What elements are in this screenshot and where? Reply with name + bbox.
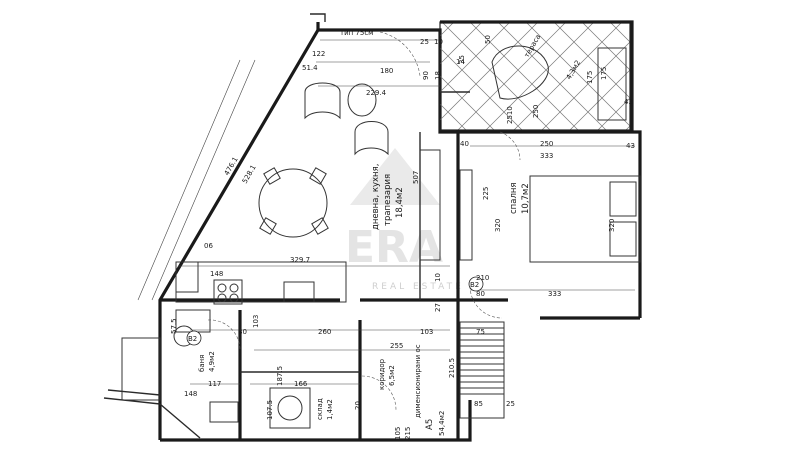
furniture — [121, 82, 641, 429]
watermark: ERA REAL ESTATE — [345, 148, 464, 292]
label-bedroom-area: 10,7м2 — [521, 183, 531, 214]
dim-105: 105 — [394, 427, 402, 440]
dim-225: 225 — [482, 187, 490, 200]
dim-166: 166 — [294, 380, 308, 388]
door-tags: B2 B2 — [186, 276, 484, 346]
dim-80b: 80 — [238, 328, 247, 336]
label-apt-no: A5 — [425, 419, 435, 430]
dim-43b: 43 — [626, 142, 635, 150]
door-tag-1: B2 — [470, 281, 479, 289]
dining-table — [258, 168, 328, 238]
door-tag-2: B2 — [188, 335, 197, 343]
dim-507: 507 — [412, 171, 420, 184]
dim-1075: 107.5 — [266, 400, 274, 420]
dim-40: 40 — [460, 140, 469, 148]
dim-320b: 320 — [608, 219, 616, 232]
dim-10b: 10 — [434, 273, 442, 282]
dim-2294: 229.4 — [366, 89, 387, 97]
sofa — [419, 149, 441, 261]
dim-51: 51.4 — [302, 64, 318, 72]
dimension-lines — [137, 39, 635, 385]
dim-210: 210 — [476, 274, 489, 282]
label-hall-area: 6,5м2 — [388, 365, 396, 386]
dim-14: 14 — [456, 58, 465, 66]
label-hall: коридор — [378, 358, 386, 390]
dim-148b: 148 — [184, 390, 197, 398]
dim-18: 18 — [434, 71, 442, 80]
armchair-left — [304, 82, 341, 120]
dim-333a: 333 — [540, 152, 553, 160]
label-bath: баня — [198, 355, 206, 372]
label-kitchen-2: трапезария — [383, 174, 393, 226]
dim-2105: 210.5 — [448, 358, 456, 378]
dim-80a: 80 — [476, 290, 485, 298]
dim-06: 06 — [204, 242, 213, 250]
dim-255: 255 — [390, 342, 403, 350]
dim-35: 35 — [458, 55, 466, 64]
dim-1875: 187.5 — [276, 366, 284, 386]
dim-50a: 50 — [484, 35, 492, 44]
watermark-sub: REAL ESTATE — [372, 282, 464, 292]
label-wc: склад — [316, 398, 324, 420]
dim-103: 103 — [420, 328, 433, 336]
washing-machine — [269, 387, 311, 429]
stairs — [459, 321, 505, 419]
dim-122: 122 — [312, 50, 325, 58]
dim-20: 20 — [354, 401, 362, 410]
dim-250b: 250 — [540, 140, 553, 148]
label-apt-area: 54,4м2 — [438, 411, 446, 436]
dim-250a: 250 — [532, 105, 540, 118]
dim-10a: 10 — [434, 38, 443, 46]
dim-2510: 2510 — [506, 106, 514, 124]
dim-260: 260 — [318, 328, 331, 336]
dim-180: 180 — [380, 67, 393, 75]
dim-27: 27 — [434, 303, 442, 312]
label-top-note: тип 75см — [340, 29, 373, 37]
label-bath-area: 4,9м2 — [208, 351, 216, 372]
dim-3297: 329.7 — [290, 256, 310, 264]
dim-117: 117 — [208, 380, 221, 388]
label-kitchen: дневна, кухня, — [371, 164, 381, 230]
dim-5281: 528.1 — [241, 164, 258, 185]
terrace — [439, 20, 634, 132]
label-wc-area: 1,4м2 — [326, 399, 334, 420]
dim-175a: 175 — [586, 71, 594, 84]
dim-85: 85 — [474, 400, 483, 408]
watermark-roof-icon — [350, 148, 440, 205]
label-bedroom: спалня — [509, 182, 519, 214]
dim-90a: 90 — [422, 71, 430, 80]
bed — [529, 175, 641, 263]
dim-25a: 25 — [420, 38, 429, 46]
label-stairs: дименсионирани ос — [414, 344, 422, 418]
dim-175b: 175 — [600, 67, 608, 80]
dim-320a: 320 — [494, 219, 502, 232]
kitchen-counter — [175, 261, 347, 303]
dim-148a: 148 — [210, 270, 223, 278]
watermark-brand: ERA — [345, 222, 443, 273]
door-swings — [207, 31, 521, 411]
dim-43a: 43 — [624, 98, 633, 106]
dim-215: 215 — [404, 427, 412, 440]
dim-25b: 25 — [506, 400, 515, 408]
dim-57: 57.5 — [170, 318, 178, 334]
bathtub — [121, 337, 161, 401]
label-kitchen-area: 18,4м2 — [395, 187, 405, 218]
dim-75: 75 — [476, 328, 485, 336]
dim-103b: 103 — [252, 315, 260, 328]
dim-333b: 333 — [548, 290, 561, 298]
armchair-right — [347, 83, 377, 117]
